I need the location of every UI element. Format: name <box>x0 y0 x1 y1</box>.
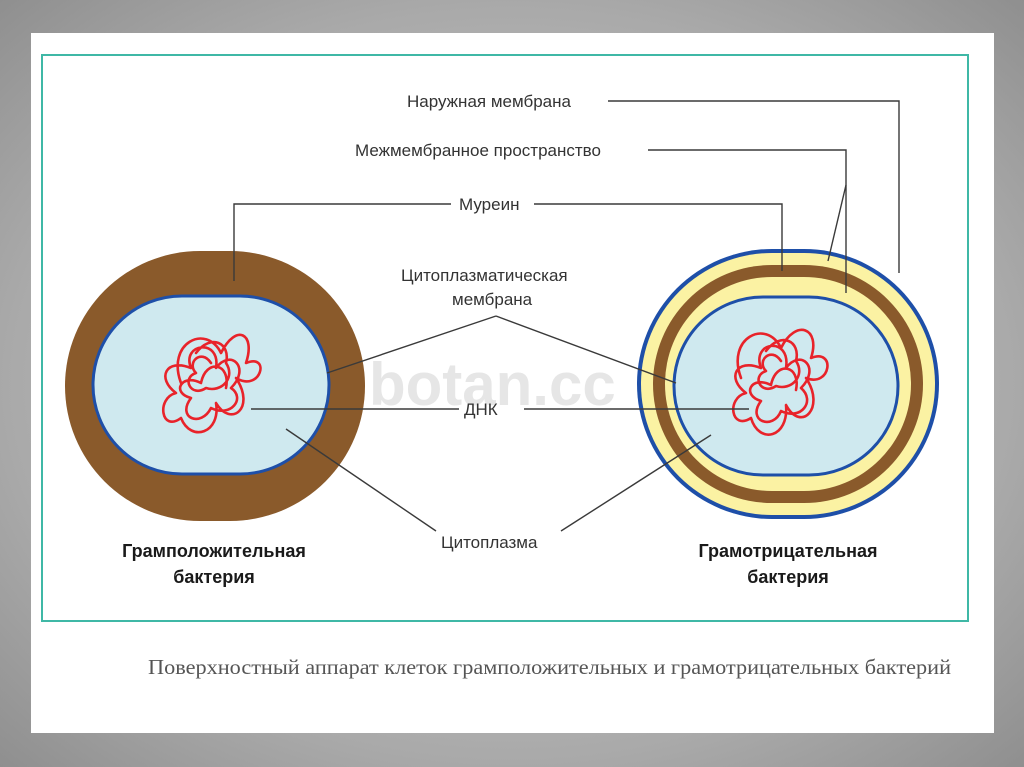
label-murein: Муреин <box>459 195 519 214</box>
gram-negative-title-line1: Грамотрицательная <box>698 541 877 561</box>
label-cytoplasmic-membrane-line2: мембрана <box>452 290 533 309</box>
gram-positive-dna <box>161 333 262 434</box>
label-cytoplasmic-membrane-line1: Цитоплазматическая <box>401 266 568 285</box>
figure-caption: Поверхностный аппарат клеток грамположит… <box>148 655 951 679</box>
label-outer-membrane: Наружная мембрана <box>407 92 572 111</box>
gram-negative-title-line2: бактерия <box>747 567 829 587</box>
leader-membrane-right <box>495 315 677 384</box>
gram-positive-title-line1: Грамположительная <box>122 541 306 561</box>
leader-intermembrane <box>648 149 847 185</box>
leader-membrane-left <box>326 315 497 374</box>
label-cytoplasm: Цитоплазма <box>441 533 538 552</box>
leader-cytoplasm-right <box>560 434 712 532</box>
diagram-frame <box>41 54 969 622</box>
gram-positive-cell <box>65 251 365 521</box>
leader-murein-right <box>534 203 783 271</box>
leader-lines <box>233 100 900 532</box>
leader-cytoplasm-left <box>285 428 437 532</box>
label-intermembrane-space: Межмембранное пространство <box>355 141 601 160</box>
gram-negative-dna <box>731 328 829 436</box>
gram-negative-cell <box>637 249 939 519</box>
leader-intermembrane-a <box>827 184 847 262</box>
gram-positive-cytoplasmic-membrane <box>91 294 331 476</box>
leader-murein-left <box>233 203 451 281</box>
bacteria-diagram: botan.cc Наружная мембрана <box>41 54 969 679</box>
slide: botan.cc Наружная мембрана <box>31 33 994 733</box>
watermark: botan.cc <box>369 351 616 418</box>
gram-positive-title-line2: бактерия <box>173 567 255 587</box>
label-dna: ДНК <box>464 400 498 419</box>
leader-outer-membrane <box>608 100 900 273</box>
